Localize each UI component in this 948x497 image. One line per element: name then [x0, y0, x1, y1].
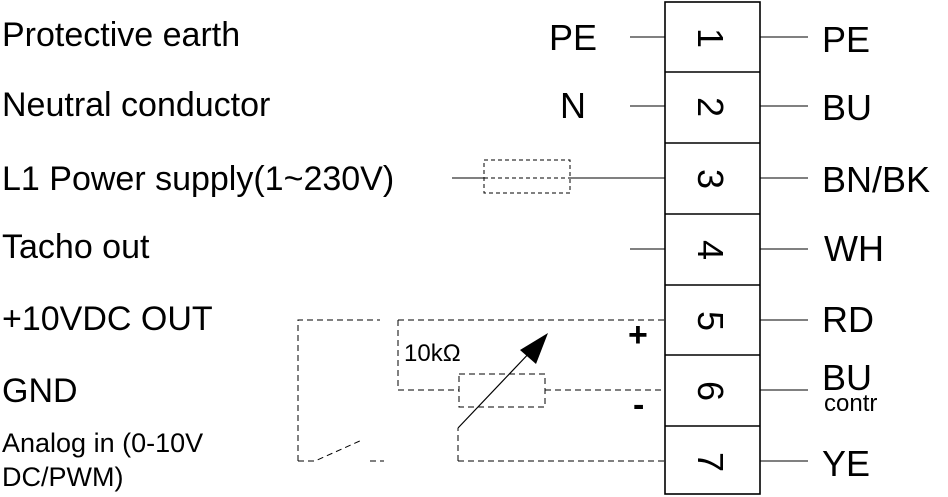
control-circuit [297, 319, 665, 462]
wire-wh: WH [824, 228, 884, 269]
wire-bu-contr-subscript: contr [824, 390, 878, 417]
label-analog-in-line1: Analog in (0-10V [2, 428, 204, 458]
label-10vdc-out: +10VDC OUT [2, 300, 213, 338]
minus-sign: - [633, 386, 645, 424]
fuse-symbol [483, 159, 571, 194]
wire-ye: YE [822, 443, 871, 484]
label-analog-in-line2: DC/PWM) [2, 462, 124, 492]
label-neutral-conductor: Neutral conductor [2, 86, 271, 124]
potentiometer-value: 10kΩ [404, 340, 461, 367]
terminal-6: 6 [690, 380, 732, 402]
label-gnd: GND [2, 372, 78, 410]
label-l1-power-supply: L1 Power supply(1~230V) [2, 160, 395, 198]
wire-bu-contr: BU [822, 357, 873, 398]
potentiometer-arrow-head [520, 333, 548, 364]
terminal-1: 1 [690, 27, 732, 49]
code-n: N [560, 85, 586, 126]
wire-bn-bk: BN/BK [822, 159, 931, 200]
left-connections [452, 36, 665, 250]
potentiometer-arrow-line [457, 347, 535, 429]
terminal-2: 2 [690, 96, 732, 118]
wire-bu: BU [822, 87, 873, 128]
wire-pe: PE [822, 19, 871, 60]
terminal-7: 7 [690, 451, 732, 473]
code-pe: PE [549, 17, 598, 58]
terminal-block [664, 1, 761, 495]
terminal-3: 3 [690, 168, 732, 190]
right-connections [760, 36, 808, 462]
terminal-4: 4 [690, 239, 732, 261]
plus-sign: + [628, 316, 648, 354]
wire-rd: RD [822, 299, 874, 340]
label-tacho-out: Tacho out [2, 228, 150, 266]
label-protective-earth: Protective earth [2, 16, 241, 54]
terminal-5: 5 [690, 310, 732, 332]
